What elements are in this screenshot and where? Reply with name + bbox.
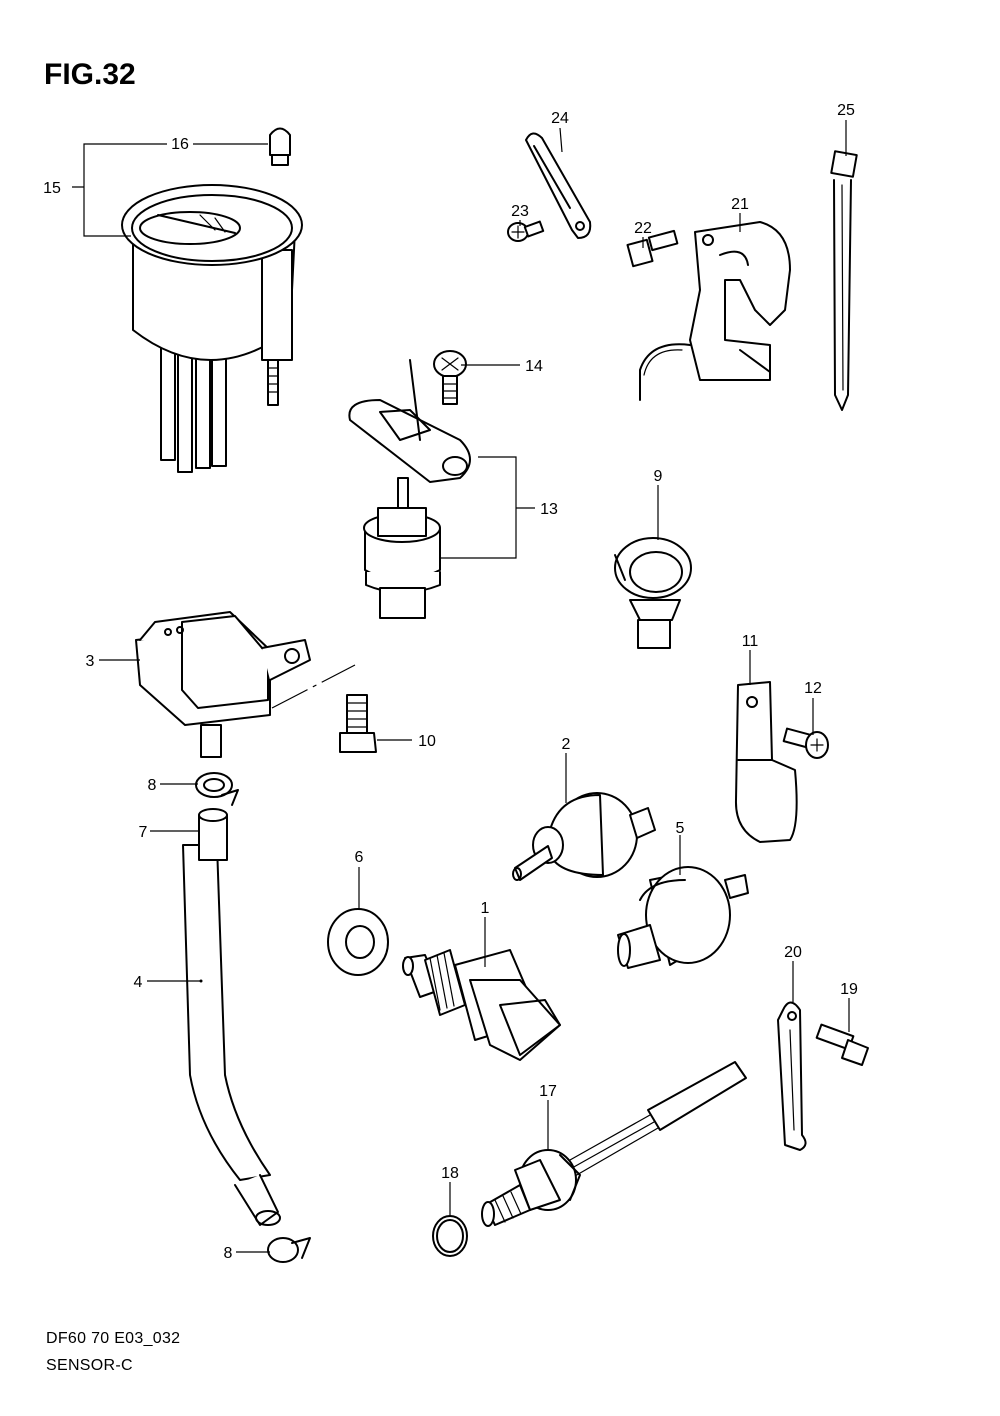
callout-leaders (72, 120, 850, 1253)
callout-12: 12 (804, 680, 822, 697)
callout-6: 6 (355, 849, 364, 866)
callout-9: 9 (654, 468, 663, 485)
callout-11: 11 (742, 633, 759, 650)
callout-21: 21 (731, 196, 749, 213)
leader-3-10 (271, 664, 356, 709)
part-25-cable-tie[interactable] (830, 150, 858, 411)
callout-7: 7 (139, 824, 148, 841)
part-6-washer[interactable] (327, 908, 389, 976)
part-22-bolt[interactable] (626, 229, 679, 268)
callout-8a: 8 (148, 777, 157, 794)
part-10-bolt[interactable] (339, 694, 377, 753)
part-15-gauge[interactable] (121, 184, 303, 473)
part-16-bulb[interactable] (269, 127, 291, 166)
callout-2: 2 (562, 736, 571, 753)
callout-14: 14 (525, 358, 543, 375)
figure-code: DF60 70 E03_032 (46, 1330, 181, 1347)
callout-16: 16 (171, 136, 189, 153)
section-name: SENSOR-C (46, 1357, 133, 1374)
part-17-trim-sensor[interactable] (481, 1061, 747, 1227)
part-1-temp-sensor[interactable] (402, 949, 561, 1061)
part-3-map-sensor[interactable] (135, 611, 311, 758)
part-2-pressure-switch[interactable] (512, 792, 656, 881)
part-7-hose-end[interactable] (198, 808, 228, 861)
callout-23: 23 (511, 203, 529, 220)
callout-17: 17 (539, 1083, 557, 1100)
part-13-sensor-plate[interactable] (348, 359, 471, 619)
part-21-bracket-sensor[interactable] (639, 221, 791, 401)
callout-10: 10 (418, 733, 436, 750)
callout-25: 25 (837, 102, 855, 119)
callout-5: 5 (676, 820, 685, 837)
callout-20: 20 (784, 944, 802, 961)
part-20-strap[interactable] (777, 1001, 807, 1151)
part-14-screw[interactable] (433, 350, 467, 405)
callout-19: 19 (840, 981, 858, 998)
part-8-clamp-upper[interactable] (195, 772, 239, 806)
callout-8b: 8 (224, 1245, 233, 1262)
callout-labels: 16 15 24 23 22 21 25 14 13 9 3 10 8 7 4 … (43, 102, 858, 1262)
figure-title: FIG.32 (44, 58, 136, 91)
part-12-screw[interactable] (782, 727, 829, 759)
part-19-bolt[interactable] (815, 1023, 869, 1066)
part-23-screw[interactable] (507, 220, 545, 242)
part-9-clamp-holder[interactable] (614, 537, 692, 649)
part-8-clamp-lower[interactable] (267, 1237, 311, 1263)
callout-4: 4 (134, 974, 143, 991)
part-24-clip[interactable] (525, 132, 592, 239)
part-5-pressure-sender[interactable] (617, 866, 749, 969)
part-18-oring[interactable] (432, 1215, 468, 1257)
part-11-bracket[interactable] (734, 681, 798, 843)
callout-18: 18 (441, 1165, 459, 1182)
callout-24: 24 (551, 110, 569, 127)
callout-1: 1 (481, 900, 490, 917)
callout-13: 13 (540, 501, 558, 518)
callout-15: 15 (43, 180, 61, 197)
part-4-hose[interactable] (182, 844, 281, 1226)
callout-22: 22 (634, 220, 652, 237)
callout-3: 3 (86, 653, 95, 670)
